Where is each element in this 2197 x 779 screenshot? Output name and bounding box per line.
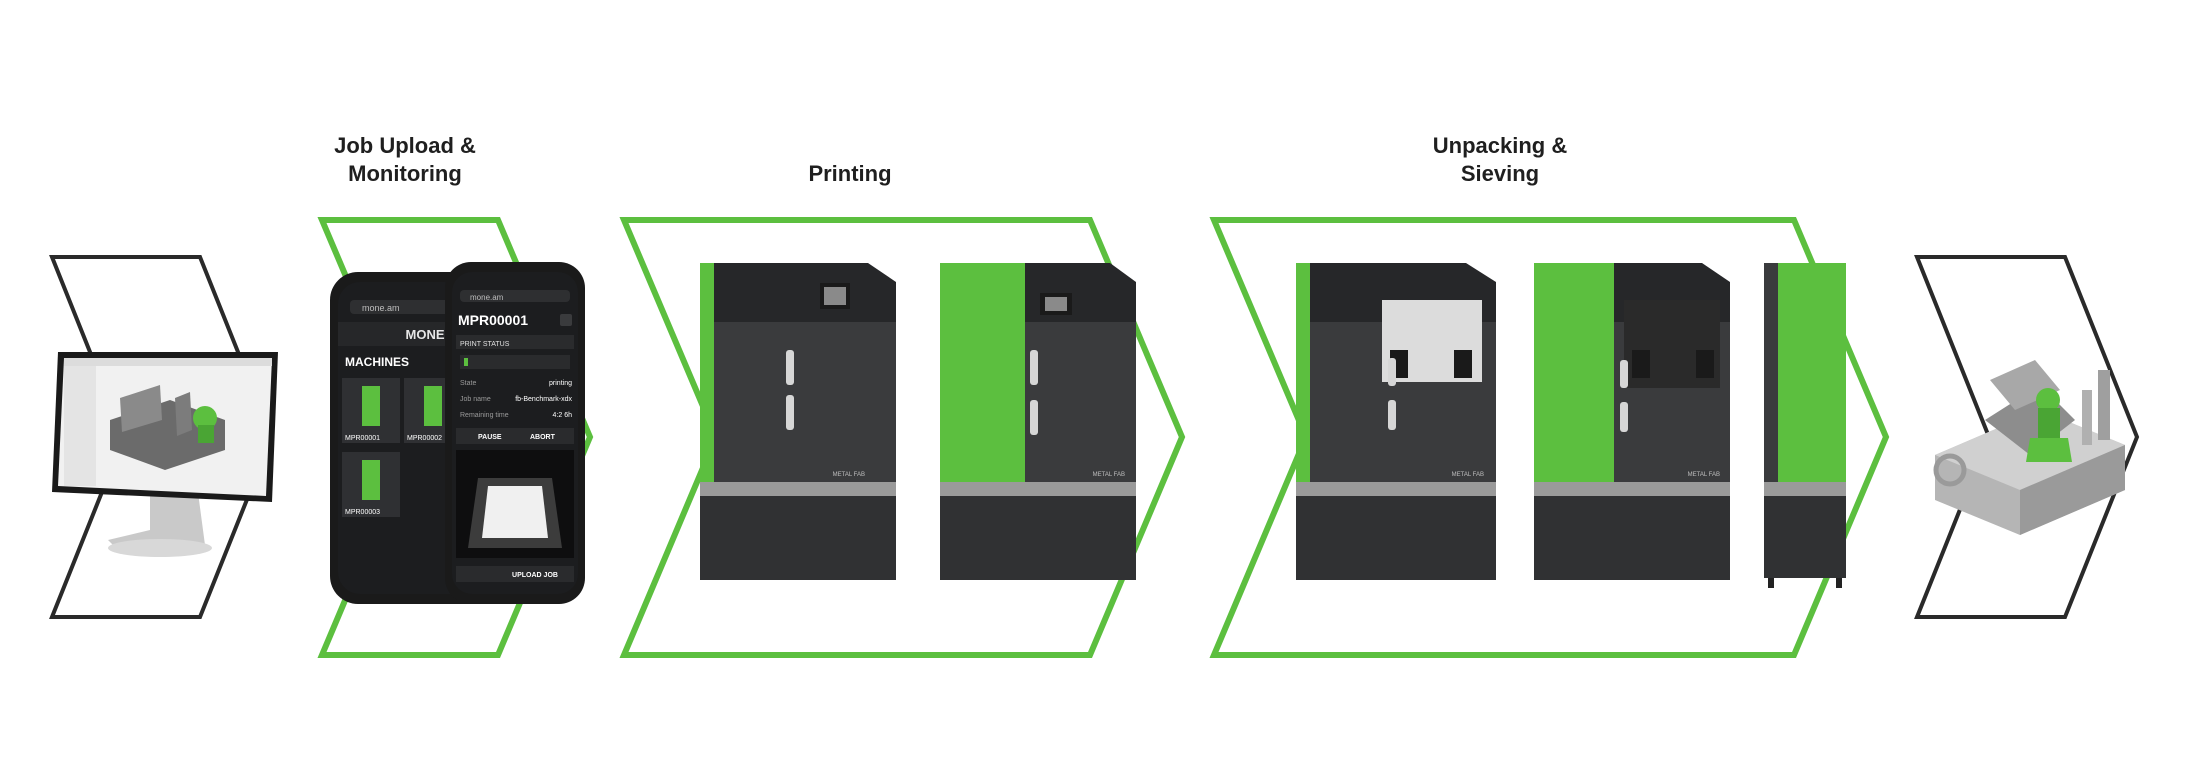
- phone-back-machine-1: MPR00001: [345, 435, 380, 442]
- sieving-station: [1764, 263, 1846, 588]
- printer-machine-2: METAL FAB: [940, 263, 1136, 580]
- phone-front-row-3-label: Remaining time: [460, 412, 509, 419]
- printer-machine-1: METAL FAB: [700, 263, 896, 580]
- phone-back-machine-2: MPR00002: [407, 435, 442, 442]
- phone-front-row-1-label: State: [460, 380, 476, 387]
- phone-front-section: PRINT STATUS: [460, 341, 510, 348]
- stage-label-unpacking: Unpacking & Sieving: [1432, 133, 1568, 186]
- stage-label-printing: Printing: [808, 161, 892, 186]
- phone-back-section-title: MACHINES: [345, 355, 409, 369]
- phone-front-row-2-label: Job name: [460, 396, 491, 403]
- phone-back-url: mone.am: [362, 303, 400, 313]
- printed-part-icon: [1933, 360, 2125, 535]
- phone-front-abort: ABORT: [530, 434, 556, 441]
- monitor-icon: [52, 352, 278, 557]
- phone-front-machine-id: MPR00001: [458, 312, 528, 328]
- printer-2-brand: METAL FAB: [1093, 472, 1125, 478]
- stage-label-job-upload: Job Upload & Monitoring: [334, 133, 476, 186]
- phone-back-machine-3: MPR00003: [345, 509, 380, 516]
- printer-1-brand: METAL FAB: [833, 472, 865, 478]
- phone-front-row-2-value: fb-Benchmark-xdx: [515, 396, 572, 403]
- unpacking-2-brand: METAL FAB: [1688, 472, 1720, 478]
- phone-front-pause: PAUSE: [478, 434, 502, 441]
- phone-front-upload: UPLOAD JOB: [512, 572, 558, 579]
- phone-front-row-1-value: printing: [549, 380, 572, 387]
- phone-front: mone.am MPR00001 PRINT STATUS State prin…: [445, 262, 585, 604]
- phone-front-url: mone.am: [470, 293, 504, 302]
- unpacking-machine-2: METAL FAB: [1534, 263, 1730, 580]
- unpacking-1-brand: METAL FAB: [1452, 472, 1484, 478]
- unpacking-machine-1: METAL FAB: [1296, 263, 1496, 580]
- phone-back-logo: MONE: [406, 327, 445, 342]
- phone-front-row-3-value: 4:2 6h: [553, 412, 573, 419]
